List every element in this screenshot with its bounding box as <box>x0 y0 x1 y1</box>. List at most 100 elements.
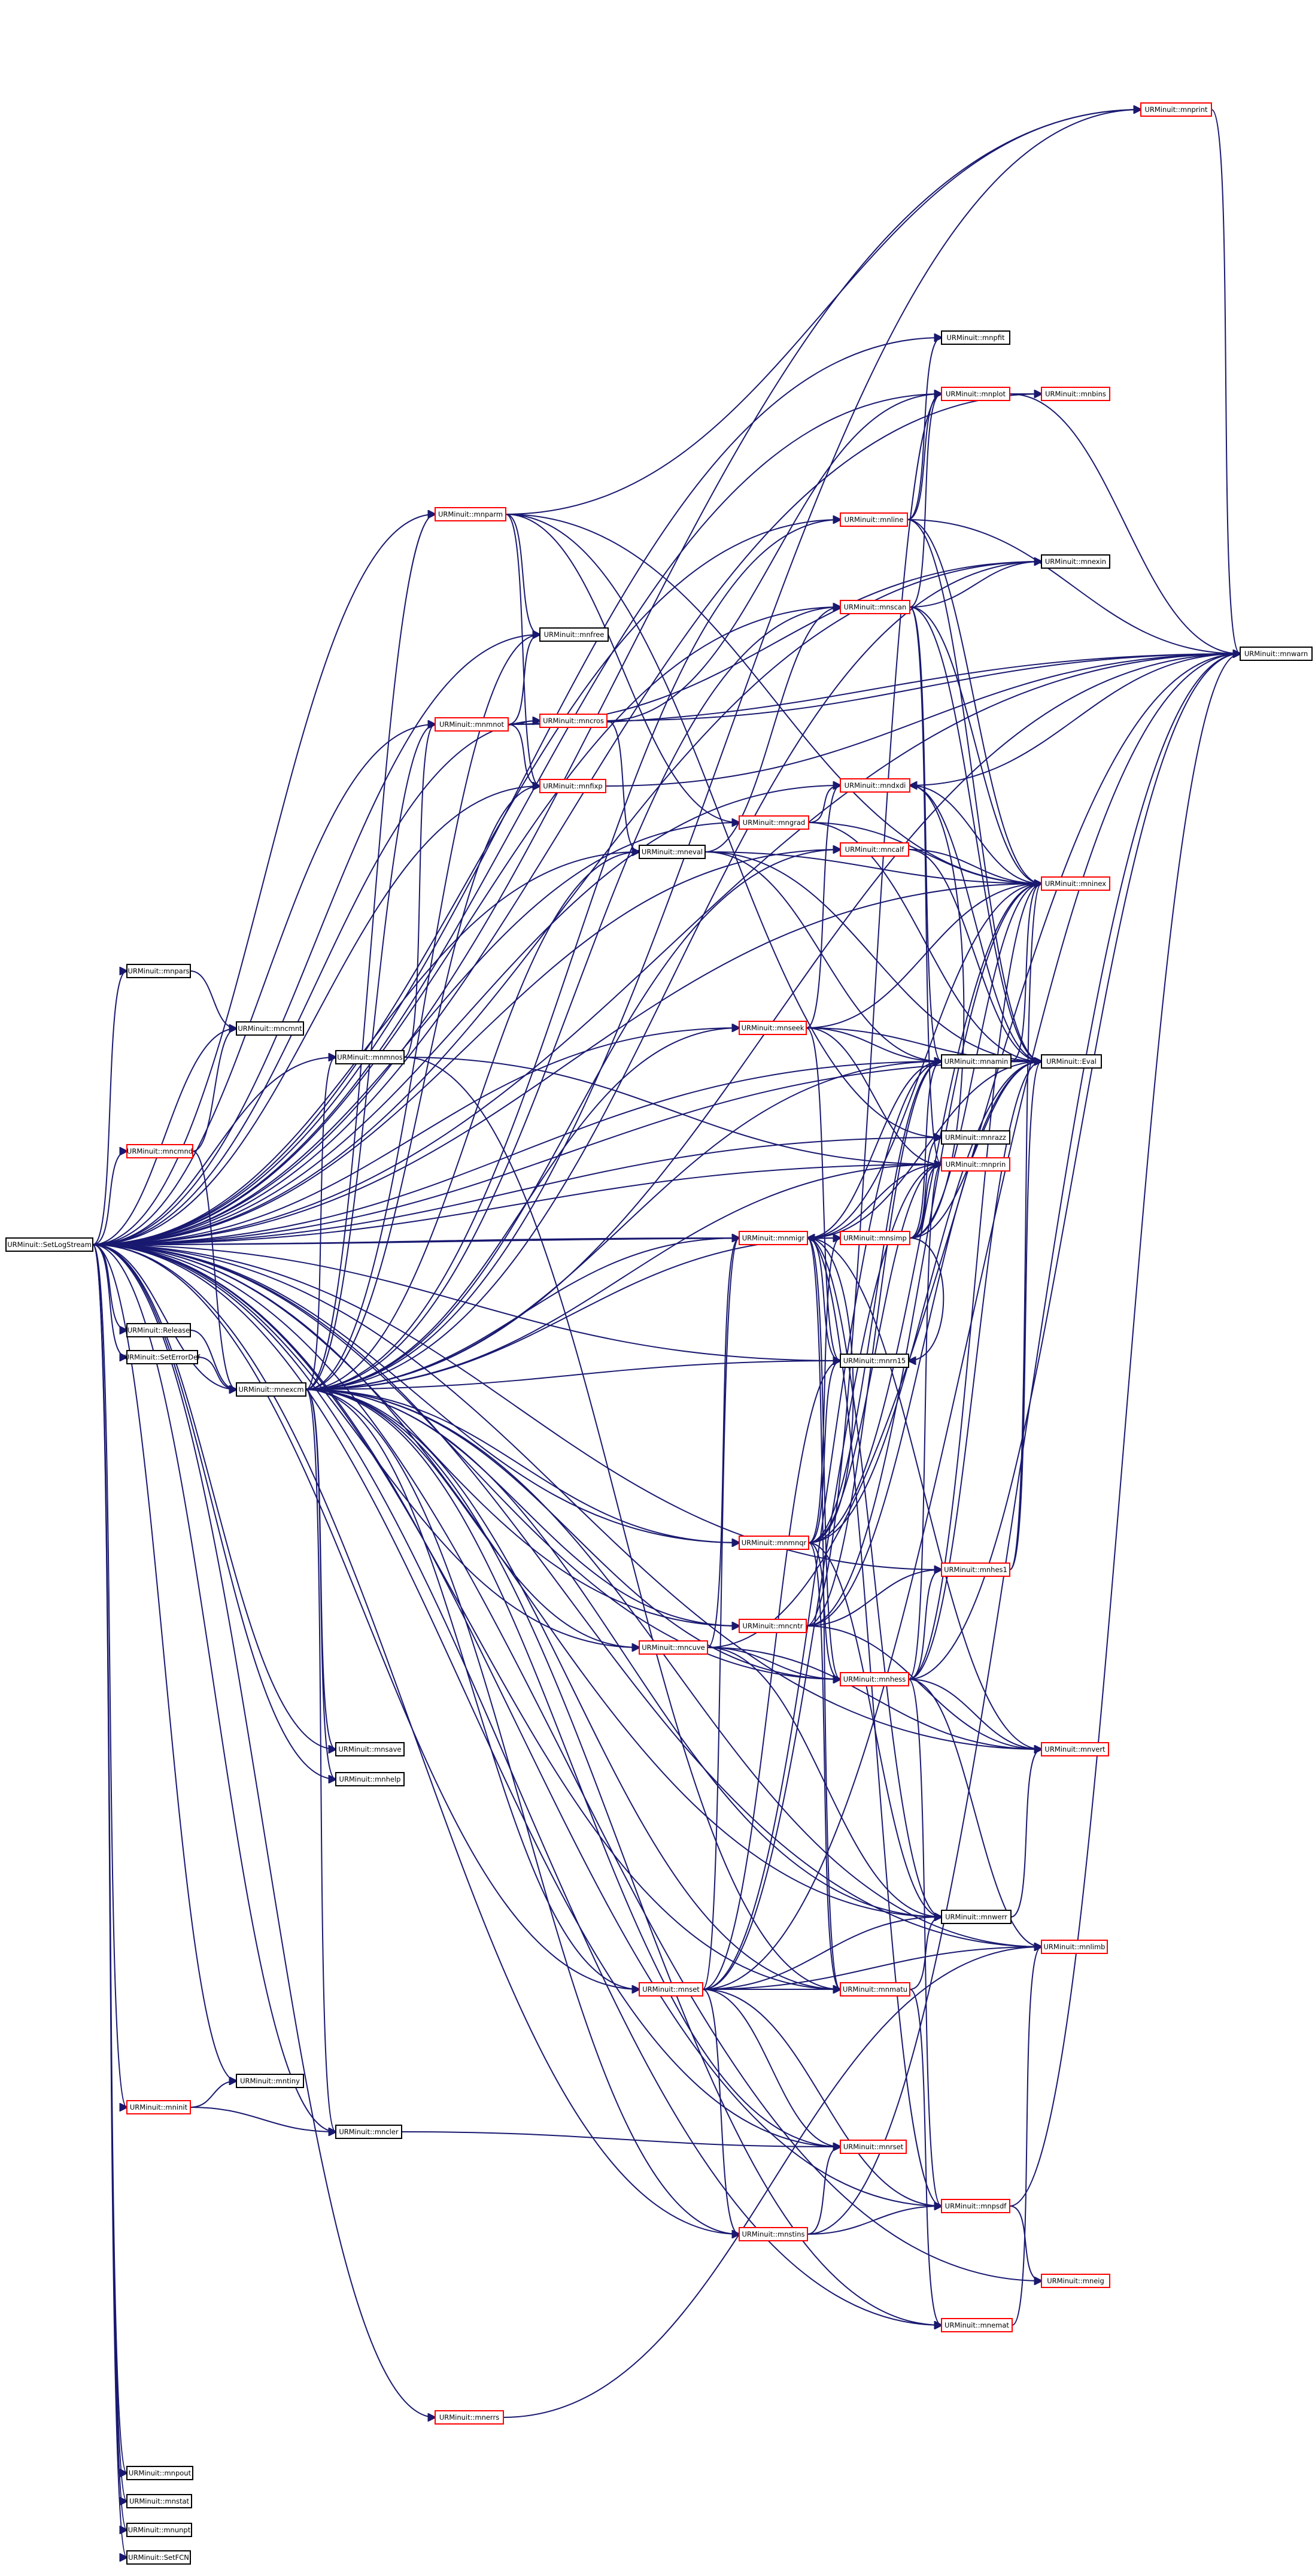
node-SetErrorDef[interactable]: URMinuit::SetErrorDef <box>124 1350 201 1364</box>
node-mnexin[interactable]: URMinuit::mnexin <box>1041 554 1110 569</box>
node-mnamin[interactable]: URMinuit::mnamin <box>941 1054 1012 1069</box>
node-mntiny[interactable]: URMinuit::mntiny <box>236 2074 304 2088</box>
node-box <box>739 1619 807 1633</box>
node-mnsave[interactable]: URMinuit::mnsave <box>335 1742 405 1756</box>
node-mncros[interactable]: URMinuit::mncros <box>539 714 608 728</box>
node-mninit[interactable]: URMinuit::mninit <box>126 2100 191 2114</box>
node-mnstins[interactable]: URMinuit::mnstins <box>739 2227 808 2241</box>
node-mnhess[interactable]: URMinuit::mnhess <box>840 1672 909 1686</box>
edge-mnmnqr-to-mnsimp <box>808 1238 840 1543</box>
node-mncalf[interactable]: URMinuit::mncalf <box>840 842 909 857</box>
edge-mndxdi-to-mninex <box>909 785 1041 884</box>
edge-mnseek-to-mnrn15 <box>806 1027 840 1361</box>
node-label: URMinuit::mngrad <box>743 818 805 827</box>
node-mnhelp[interactable]: URMinuit::mnhelp <box>335 1772 405 1786</box>
edge-mnseek-to-mnprin <box>806 1027 942 1164</box>
node-mnprint[interactable]: URMinuit::mnprint <box>1140 102 1212 117</box>
node-mnhes1[interactable]: URMinuit::mnhes1 <box>941 1562 1010 1577</box>
edge-SetLogStream-to-mnsimp <box>92 1238 840 1245</box>
node-mnscan[interactable]: URMinuit::mnscan <box>840 600 910 614</box>
node-Release[interactable]: URMinuit::Release <box>126 1323 191 1337</box>
edge-mnhess-to-mnlimb <box>908 1679 1041 1947</box>
edge-SetLogStream-to-mneig <box>92 1244 1041 2281</box>
node-box <box>126 964 191 978</box>
node-mnbins[interactable]: URMinuit::mnbins <box>1041 387 1110 401</box>
node-mnerrs[interactable]: URMinuit::mnerrs <box>435 2410 504 2425</box>
node-label: URMinuit::mnmatu <box>843 1985 907 1994</box>
node-mncntr[interactable]: URMinuit::mncntr <box>739 1619 807 1633</box>
node-label: URMinuit::mnseek <box>742 1024 804 1032</box>
node-mnpout[interactable]: URMinuit::mnpout <box>126 2466 193 2480</box>
node-mnpars[interactable]: URMinuit::mnpars <box>126 964 191 978</box>
edge-SetLogStream-to-mnrazz <box>92 1137 942 1245</box>
edge-mnexcm-to-mnwerr <box>305 1389 942 1917</box>
node-mnwerr[interactable]: URMinuit::mnwerr <box>941 1910 1012 1924</box>
node-mnrazz[interactable]: URMinuit::mnrazz <box>941 1130 1010 1145</box>
edge-mnemat-to-mnlimb <box>1012 1947 1041 2326</box>
edge-SetLogStream-to-mnfree <box>92 635 540 1245</box>
node-mnprin[interactable]: URMinuit::mnprin <box>941 1157 1010 1172</box>
edge-mnmnqr-to-Eval <box>808 1061 1041 1543</box>
node-mnset[interactable]: URMinuit::mnset <box>639 1982 703 1997</box>
node-box <box>941 1054 1012 1069</box>
edge-SetLogStream-to-mncros <box>92 721 540 1245</box>
edge-mnparm-to-mnprint <box>505 110 1141 515</box>
node-mnsimp[interactable]: URMinuit::mnsimp <box>840 1231 910 1245</box>
node-mnmnqr[interactable]: URMinuit::mnmnqr <box>739 1536 809 1550</box>
edge-SetLogStream-to-mnrn15 <box>92 1244 840 1361</box>
node-mneig[interactable]: URMinuit::mneig <box>1041 2274 1110 2288</box>
node-mnrset[interactable]: URMinuit::mnrset <box>840 2140 907 2154</box>
node-mnmatu[interactable]: URMinuit::mnmatu <box>840 1982 910 1997</box>
node-box <box>236 1382 306 1397</box>
node-mnline[interactable]: URMinuit::mnline <box>840 512 908 527</box>
node-mnpfit[interactable]: URMinuit::mnpfit <box>941 330 1010 345</box>
node-mndxdi[interactable]: URMinuit::mndxdi <box>840 778 910 793</box>
node-mninex[interactable]: URMinuit::mninex <box>1041 876 1110 891</box>
node-label: URMinuit::mncntr <box>743 1622 803 1630</box>
node-box <box>941 2318 1013 2332</box>
node-label: URMinuit::mneval <box>642 848 703 856</box>
node-box <box>126 1350 198 1364</box>
node-mncmnd[interactable]: URMinuit::mncmnd <box>126 1144 193 1158</box>
node-mnseek[interactable]: URMinuit::mnseek <box>739 1021 807 1035</box>
node-label: URMinuit::mncuve <box>642 1643 705 1652</box>
node-mnunpt[interactable]: URMinuit::mnunpt <box>126 2523 192 2537</box>
node-mnmnos[interactable]: URMinuit::mnmnos <box>335 1050 405 1064</box>
node-mnfixp[interactable]: URMinuit::mnfixp <box>539 779 606 793</box>
node-mnrn15[interactable]: URMinuit::mnrn15 <box>840 1354 909 1368</box>
node-mnemat[interactable]: URMinuit::mnemat <box>941 2318 1013 2332</box>
node-mnvert[interactable]: URMinuit::mnvert <box>1041 1742 1109 1756</box>
node-mnpsdf[interactable]: URMinuit::mnpsdf <box>941 2199 1010 2213</box>
node-mnwarn[interactable]: URMinuit::mnwarn <box>1240 647 1313 661</box>
node-label: URMinuit::mninex <box>1045 879 1106 888</box>
edge-mnseek-to-mndxdi <box>806 785 840 1028</box>
node-label: URMinuit::mnpout <box>129 2469 192 2477</box>
node-mnexcm[interactable]: URMinuit::mnexcm <box>236 1382 306 1397</box>
node-mnplot[interactable]: URMinuit::mnplot <box>941 387 1010 401</box>
edge-SetLogStream-to-mninit <box>92 1244 127 2107</box>
node-mngrad[interactable]: URMinuit::mngrad <box>739 815 809 830</box>
node-mnmigr[interactable]: URMinuit::mnmigr <box>739 1231 808 1245</box>
edge-SetLogStream-to-mnscan <box>92 607 840 1245</box>
node-SetFCN[interactable]: URMinuit::SetFCN <box>126 2550 191 2565</box>
node-mncuve[interactable]: URMinuit::mncuve <box>639 1640 708 1655</box>
node-SetLogStream[interactable]: URMinuit::SetLogStream <box>5 1237 93 1252</box>
node-box <box>941 1157 1010 1172</box>
node-mnmnot[interactable]: URMinuit::mnmnot <box>435 717 509 732</box>
node-label: URMinuit::mnamin <box>945 1057 1009 1066</box>
edge-SetLogStream-to-SetErrorDef <box>92 1244 127 1357</box>
node-mnlimb[interactable]: URMinuit::mnlimb <box>1041 1940 1108 1954</box>
edge-mnparm-to-mnrazz <box>505 514 942 1137</box>
edge-SetLogStream-to-mncler <box>92 1244 336 2132</box>
node-mnstat[interactable]: URMinuit::mnstat <box>126 2494 192 2508</box>
node-mneval[interactable]: URMinuit::mneval <box>639 845 706 859</box>
node-mnparm[interactable]: URMinuit::mnparm <box>435 507 506 521</box>
node-mncler[interactable]: URMinuit::mncler <box>335 2125 402 2139</box>
edge-mnstins-to-mnrset <box>807 2147 840 2235</box>
node-Eval[interactable]: URMinuit::Eval <box>1041 1054 1102 1069</box>
node-label: URMinuit::Eval <box>1046 1057 1097 1066</box>
edge-mnpsdf-to-mneig <box>1009 2205 1041 2281</box>
node-mncmnt[interactable]: URMinuit::mncmnt <box>236 1021 304 1036</box>
node-mnfree[interactable]: URMinuit::mnfree <box>539 627 609 642</box>
edge-mnset-to-mnwarn <box>702 654 1240 1990</box>
